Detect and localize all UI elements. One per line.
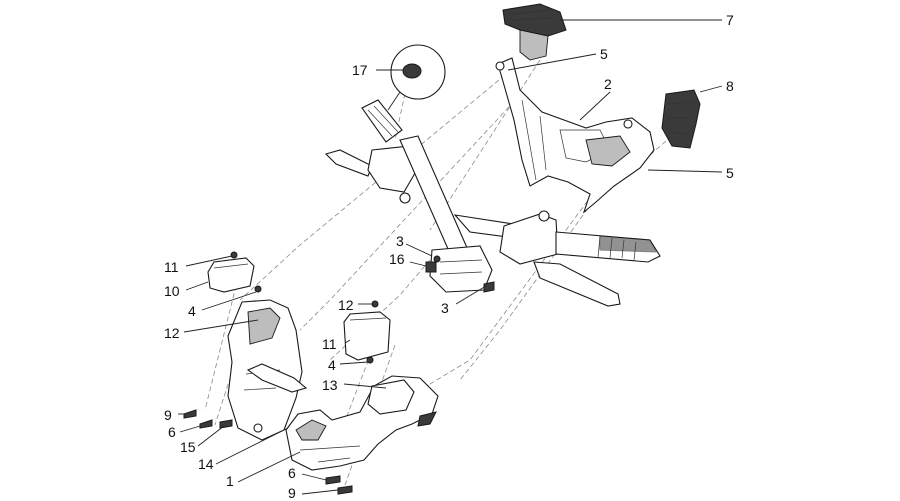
callout-17: 17 [352, 62, 368, 78]
part-11-cap [343, 311, 391, 361]
callout-5: 5 [600, 46, 608, 62]
part-10-cap [207, 257, 255, 293]
callout-3: 3 [441, 300, 449, 316]
callout-9: 9 [164, 407, 172, 423]
callout-5: 5 [726, 165, 734, 181]
part-7-switch-cover [502, 3, 567, 61]
part-1-main-cover [285, 375, 439, 471]
part-14-lower-shield [227, 299, 308, 441]
callout-14: 14 [198, 456, 214, 472]
part-2-upper-cover [495, 57, 655, 214]
callout-1: 1 [226, 473, 234, 489]
callout-15: 15 [180, 439, 196, 455]
callout-16: 16 [389, 251, 405, 267]
callout-3: 3 [396, 233, 404, 249]
callout-11: 11 [322, 336, 337, 352]
callout-12: 12 [338, 297, 354, 313]
callout-6: 6 [168, 424, 176, 440]
callout-labels: 7 5 2 8 5 17 3 16 3 11 10 4 12 12 11 4 1… [164, 12, 734, 501]
callout-12: 12 [164, 325, 180, 341]
callout-10: 10 [164, 283, 180, 299]
callout-2: 2 [604, 76, 612, 92]
part-17-magnified-detail [387, 44, 446, 111]
callout-4: 4 [328, 357, 336, 373]
handlebar-assembly [324, 99, 661, 307]
callout-6: 6 [288, 465, 296, 481]
leader-lines [178, 19, 723, 495]
callout-7: 7 [726, 12, 734, 28]
callout-13: 13 [322, 377, 338, 393]
part-8-switch-cover [661, 89, 701, 149]
callout-4: 4 [188, 303, 196, 319]
callout-11: 11 [164, 259, 179, 275]
callout-8: 8 [726, 78, 734, 94]
callout-9: 9 [288, 485, 296, 501]
